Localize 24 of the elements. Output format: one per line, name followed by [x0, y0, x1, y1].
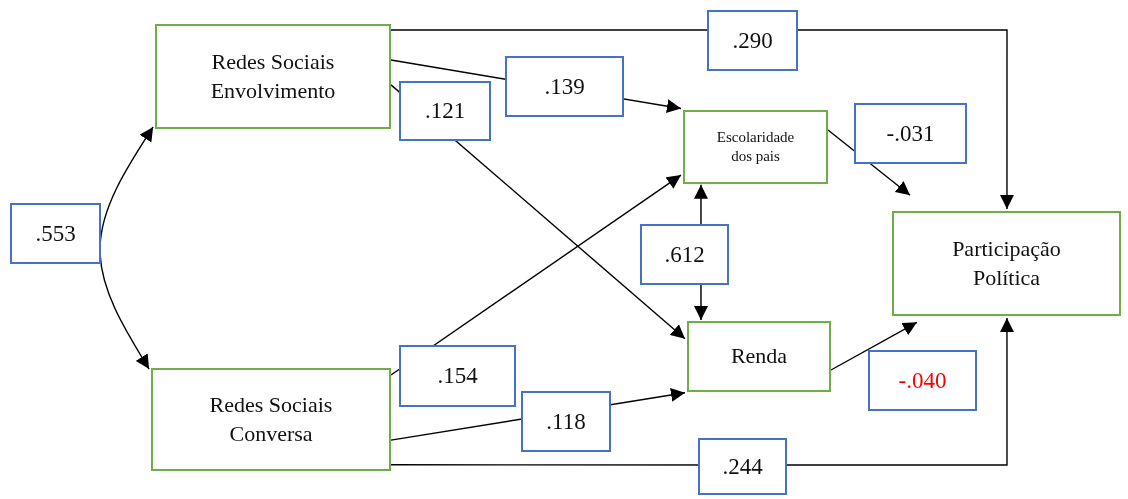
arrow	[99, 126, 154, 370]
variable-name: Redes Sociais Envolvimento	[209, 47, 337, 105]
arrow	[830, 321, 918, 371]
variable-box	[687, 321, 831, 392]
coefficient-label: .139	[505, 56, 624, 117]
variable-box	[155, 24, 391, 129]
arrow	[390, 29, 1014, 210]
coefficient-label: .553	[10, 203, 101, 264]
variable-box	[683, 110, 828, 184]
coefficient-label: .244	[698, 438, 787, 495]
variable-name: Escolaridade dos pais	[715, 127, 796, 166]
variable-box	[892, 211, 1121, 316]
coefficient-label: .118	[521, 391, 611, 452]
coefficient-label: .154	[399, 345, 516, 407]
arrow	[390, 174, 682, 376]
variable-name: Renda	[730, 342, 788, 371]
variable-name: Participação Política	[951, 234, 1062, 292]
coefficient-label: -.040	[868, 350, 977, 411]
coefficient-label: .290	[707, 10, 798, 71]
coefficient-label: .121	[399, 81, 491, 141]
coefficient-label: -.031	[854, 103, 967, 164]
coefficient-label: .612	[640, 224, 729, 285]
variable-box	[151, 368, 391, 471]
variable-name: Redes Sociais Conversa	[208, 390, 334, 448]
